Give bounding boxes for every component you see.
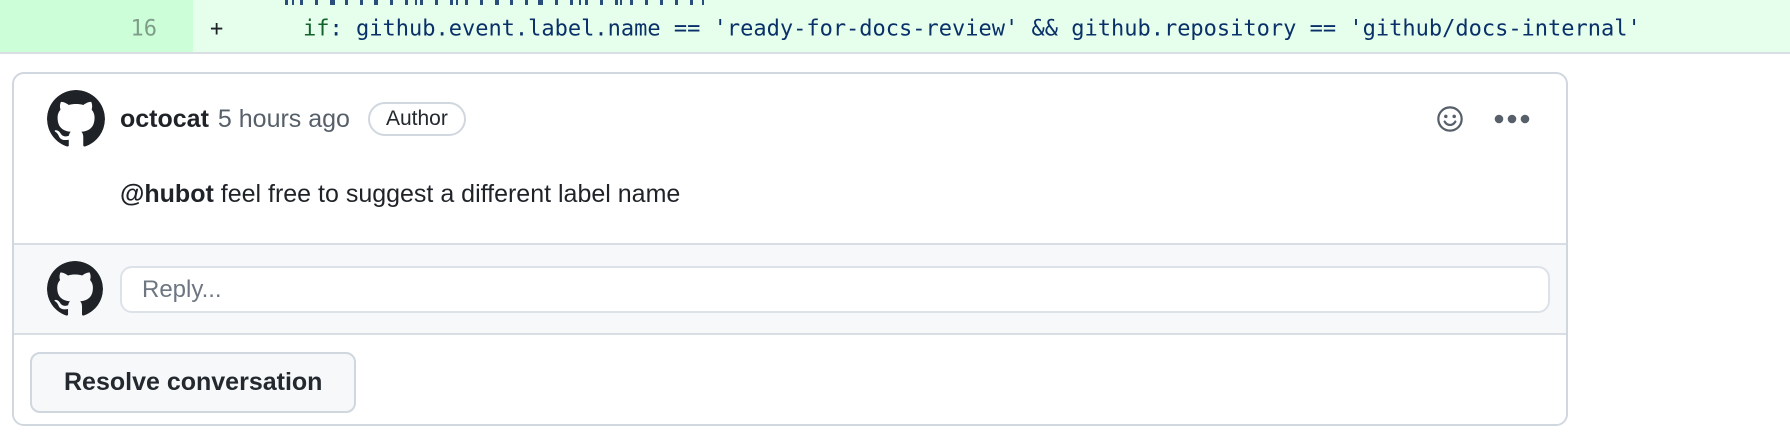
comment-header: octocat 5 hours ago Author bbox=[120, 90, 1530, 148]
clipped-previous-code-line bbox=[285, 0, 705, 5]
code-expression: : github.event.label.name == 'ready-for-… bbox=[329, 16, 1641, 42]
more-options-button[interactable] bbox=[1494, 114, 1530, 124]
diff-row: 16 + if: github.event.label.name == 'rea… bbox=[0, 6, 1790, 52]
comment-timestamp[interactable]: 5 hours ago bbox=[217, 104, 350, 133]
reply-section bbox=[14, 243, 1566, 335]
diff-addition-line: 16 + if: github.event.label.name == 'rea… bbox=[0, 0, 1790, 54]
code-keyword: if bbox=[303, 16, 330, 42]
comment-header-actions bbox=[1436, 105, 1530, 133]
code-line: if: github.event.label.name == 'ready-fo… bbox=[303, 17, 1641, 42]
conversation-actions: Resolve conversation bbox=[14, 335, 1566, 424]
diff-addition-marker: + bbox=[210, 16, 224, 42]
mention-link[interactable]: @hubot bbox=[120, 180, 214, 208]
reply-input[interactable] bbox=[120, 266, 1550, 313]
comment-section: octocat 5 hours ago Author bbox=[14, 74, 1566, 243]
diff-line-number-gutter bbox=[0, 0, 193, 52]
comment-text: feel free to suggest a different label n… bbox=[213, 180, 681, 208]
comment-body: @hubot feel free to suggest a different … bbox=[120, 178, 680, 210]
author-badge: Author bbox=[367, 102, 466, 136]
octocat-avatar bbox=[47, 261, 103, 316]
add-reaction-button[interactable] bbox=[1436, 105, 1464, 133]
smiley-icon bbox=[1437, 106, 1463, 132]
review-comment-card: octocat 5 hours ago Author bbox=[12, 72, 1568, 426]
octocat-avatar[interactable] bbox=[47, 90, 105, 148]
resolve-conversation-button[interactable]: Resolve conversation bbox=[30, 352, 357, 413]
author-login[interactable]: octocat bbox=[120, 104, 209, 133]
kebab-horizontal-icon bbox=[1494, 114, 1530, 124]
line-number[interactable]: 16 bbox=[130, 16, 158, 42]
